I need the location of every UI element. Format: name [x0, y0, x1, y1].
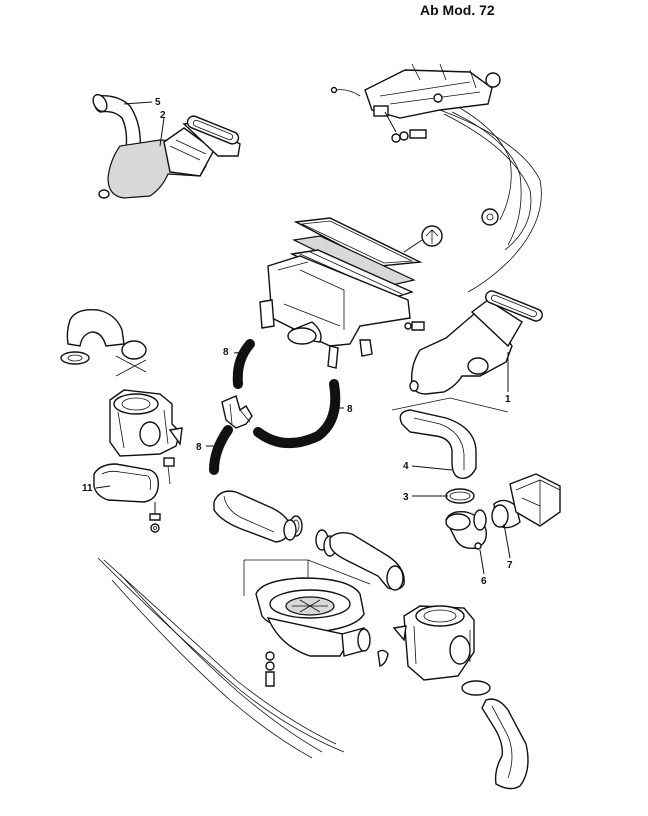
- part-label-6: 6: [481, 576, 487, 587]
- part-label-7: 7: [507, 560, 513, 571]
- hot-air-hoses: [399, 409, 561, 550]
- part-label-5: 5: [155, 97, 161, 108]
- diagram-title: Ab Mod. 72: [420, 2, 495, 18]
- part-label-1: 1: [505, 394, 511, 405]
- part-labels: 5 2 1 8 8 8 4 3 6 7 11: [82, 97, 513, 587]
- part-label-8-top: 8: [223, 347, 229, 358]
- right-carburetor-assembly: [392, 605, 529, 790]
- intake-duct-right: [391, 290, 543, 413]
- breather-hoses: [209, 339, 341, 475]
- leader-lines: [95, 101, 511, 575]
- blower-assembly: [213, 490, 405, 687]
- air-filter-housing: [259, 217, 443, 369]
- intake-duct-left: [92, 93, 241, 199]
- part-label-3: 3: [403, 492, 409, 503]
- part-label-8-bottom: 8: [196, 442, 202, 453]
- part-label-8-right: 8: [347, 404, 353, 415]
- part-label-2: 2: [160, 110, 166, 121]
- heater-cables: [97, 557, 345, 759]
- part-label-4: 4: [403, 461, 409, 472]
- left-carburetor-assembly: [60, 309, 183, 533]
- throttle-bracket-assembly: [330, 63, 542, 293]
- part-label-11: 11: [82, 483, 93, 494]
